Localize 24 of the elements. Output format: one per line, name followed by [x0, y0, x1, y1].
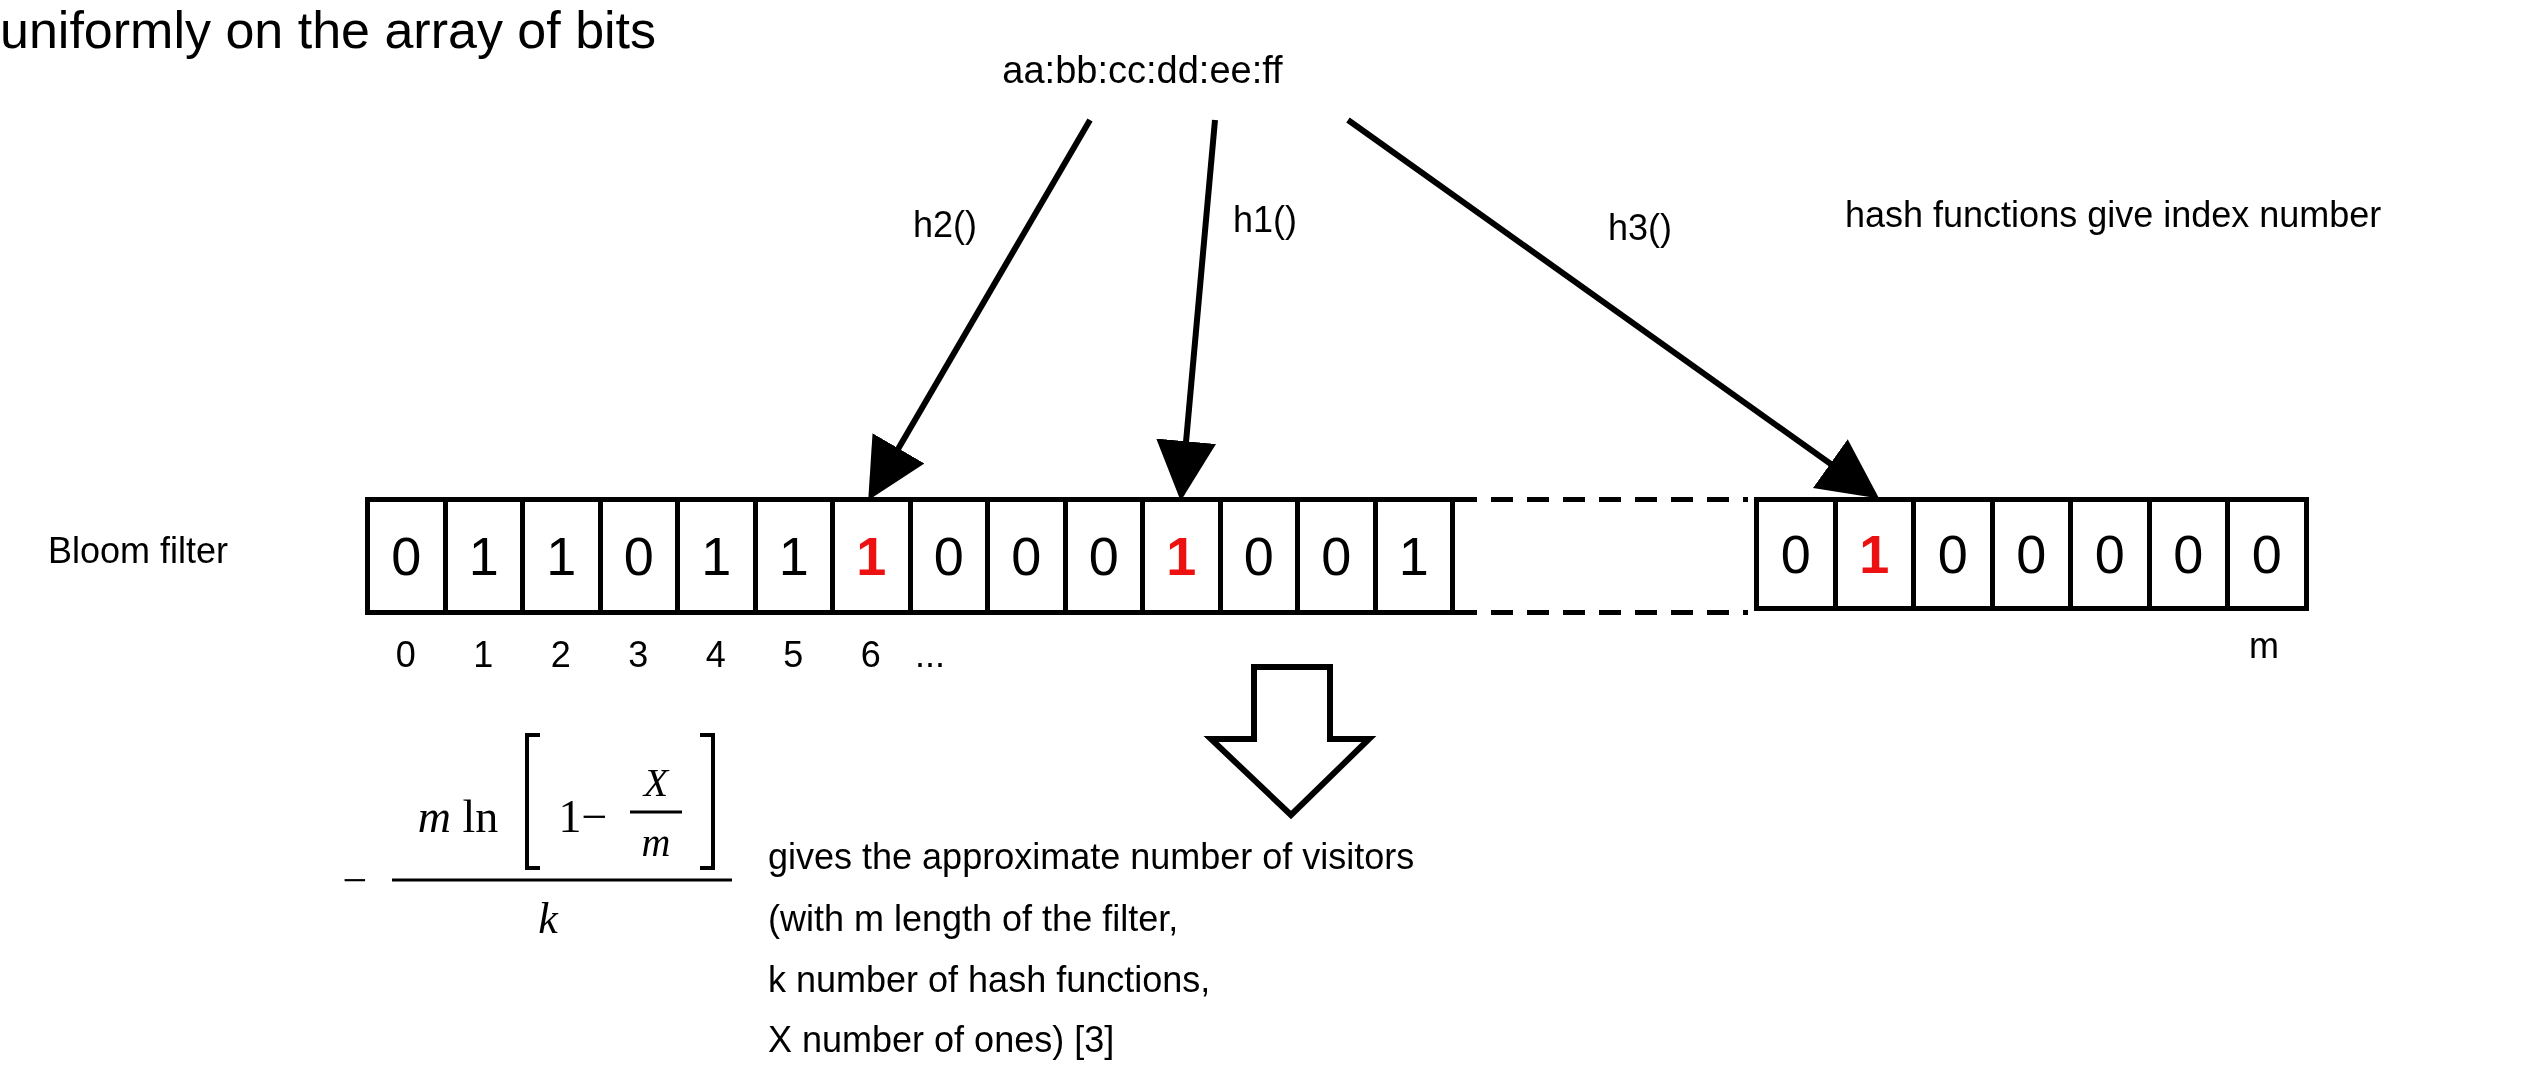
arrow: [1346, 117, 1880, 499]
formula-text: m: [641, 818, 671, 866]
index-label: 4: [705, 634, 726, 676]
index-label: 2: [550, 634, 571, 676]
index-label: 0: [395, 634, 416, 676]
description-text: k number of hash functions,: [768, 959, 1211, 1001]
description-text: X number of ones) [3]: [768, 1019, 1115, 1061]
note-text: hash functions give index number: [1845, 194, 2382, 236]
description-text: gives the approximate number of visitors: [768, 836, 1415, 878]
heading-text: uniformly on the array of bits: [0, 0, 657, 60]
row-label: Bloom filter: [48, 530, 229, 572]
formula-text: 1−: [558, 789, 608, 843]
index-label: ...: [915, 634, 945, 676]
formula-text: X: [643, 758, 669, 806]
index-label: 6: [860, 634, 881, 676]
formula-text: k: [538, 892, 558, 944]
mac-address: aa:bb:cc:dd:ee:ff: [950, 45, 1335, 95]
description-text: (with m length of the filter,: [768, 898, 1179, 940]
formula-text: m ln: [417, 789, 499, 843]
formula-minus: −: [342, 854, 368, 906]
index-label: 5: [783, 634, 804, 676]
index-label: m: [2249, 625, 2279, 667]
index-label: 3: [628, 634, 649, 676]
index-label: 1: [473, 634, 494, 676]
